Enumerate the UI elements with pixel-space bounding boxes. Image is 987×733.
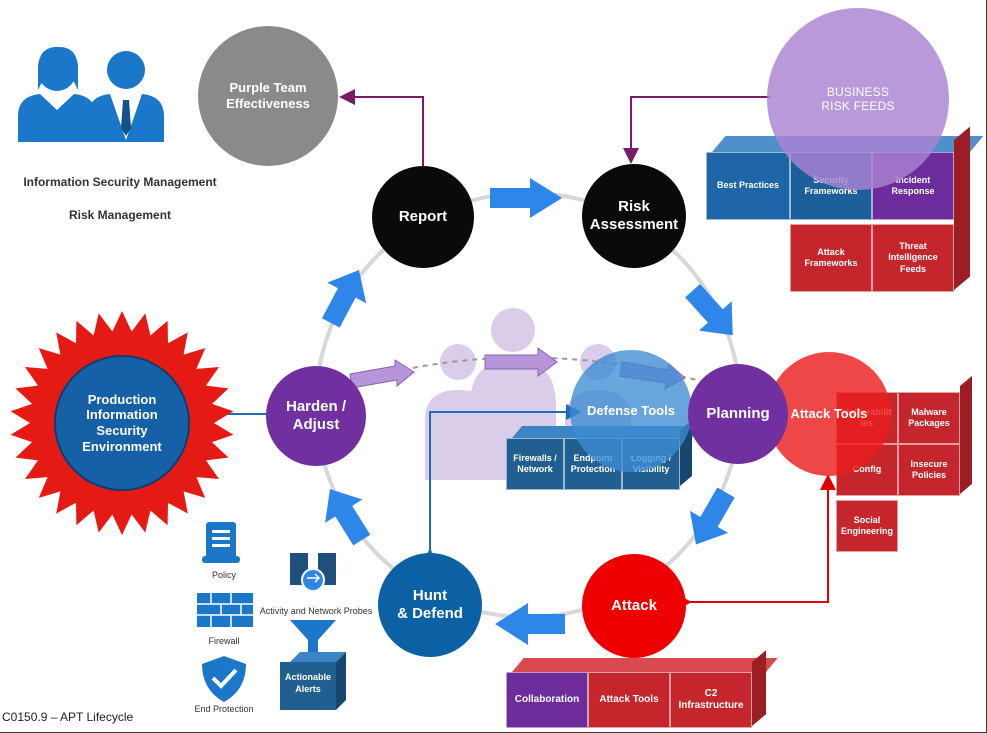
caption: C0150.9 – APT Lifecycle	[2, 710, 134, 724]
end-protection-label: End Protection	[194, 704, 254, 714]
tools-block-malware: Malware Packages	[898, 392, 960, 444]
harden-adjust-node: Harden / Adjust	[266, 366, 366, 466]
business-risk-feeds-node: BUSINESS RISK FEEDS	[767, 8, 949, 190]
planning-node: Planning	[688, 364, 788, 464]
firewall-label: Firewall	[208, 636, 240, 646]
cycle-arrow-report-to-assessment	[490, 178, 562, 218]
risk-assessment-node: Risk Assessment	[582, 164, 686, 268]
attack-block-top-face	[512, 658, 778, 672]
cycle-arrow-hunt-to-harden	[325, 489, 371, 546]
hunt-to-defense-line	[422, 404, 582, 564]
lilac-arrow-2	[484, 347, 558, 377]
alerts-label: Actionable Alerts	[284, 672, 331, 694]
cycle-arrow-harden-to-report	[321, 269, 367, 328]
report-to-purple-team-arrow	[339, 89, 424, 166]
risk-block-side-face	[954, 126, 970, 291]
attack-node: Attack	[582, 554, 686, 658]
attack-block-collaboration: Collaboration	[506, 672, 588, 728]
policy-label: Policy	[211, 570, 236, 580]
cycle-arrow-assessment-to-planning	[685, 283, 733, 336]
risk-block-best-practices: Best Practices	[706, 152, 790, 220]
lilac-arrow-1	[349, 359, 415, 389]
defense-tools-node: Defense Tools	[570, 350, 692, 472]
probes-label: Activity and Network Probes	[259, 606, 373, 616]
risk-block-threat-intel: Threat Intelligence Feeds	[872, 224, 954, 292]
production-environment-node: Production Information Security Environm…	[54, 355, 190, 491]
tools-block-side-face	[960, 375, 972, 494]
purple-team-effectiveness-node: Purple Team Effectiveness	[198, 26, 338, 166]
report-node: Report	[372, 166, 474, 268]
attack-to-tools-line	[676, 474, 836, 610]
management-label: Information Security Management Risk Man…	[0, 158, 240, 239]
cycle-arrow-planning-to-attack	[689, 487, 735, 545]
defense-block-firewalls: Firewalls / Network	[506, 438, 564, 490]
cycle-arrow-attack-to-hunt	[495, 603, 565, 645]
tools-block-insecure-policies: Insecure Policies	[898, 444, 960, 496]
management-line-1: Information Security Management	[23, 175, 217, 190]
risk-block-attack-frameworks: Attack Frameworks	[790, 224, 872, 292]
attack-block-attack-tools: Attack Tools	[588, 672, 670, 728]
tools-block-social-engineering: Social Engineering	[836, 500, 898, 552]
management-line-2: Risk Management	[68, 207, 172, 222]
business-risk-to-assessment-arrow	[623, 96, 770, 164]
hunt-defend-node: Hunt & Defend	[378, 553, 482, 657]
manager-people-icon	[18, 46, 164, 142]
attack-block-c2: C2 Infrastructure	[670, 672, 752, 728]
attack-block-side-face	[752, 650, 766, 726]
